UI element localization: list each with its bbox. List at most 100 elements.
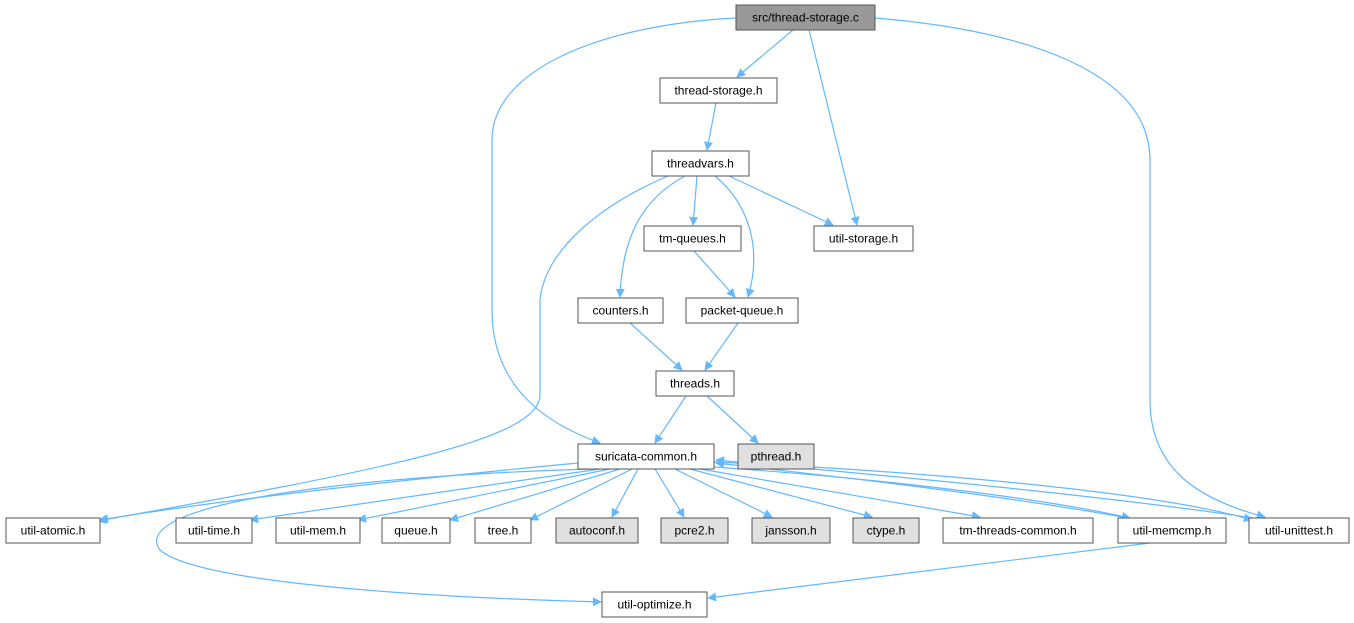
edge-n2-n4 (728, 175, 834, 226)
node-box (577, 297, 664, 324)
node-label: util-mem.h (290, 524, 346, 538)
node-label: jansson.h (764, 524, 816, 538)
node-box (474, 517, 532, 544)
edge-n0-n1 (736, 29, 794, 78)
node-box (659, 77, 778, 104)
node-label: util-time.h (188, 524, 240, 538)
node-box (381, 517, 451, 544)
edge-n2-n3 (689, 175, 699, 226)
node-src-thread-storage-c[interactable]: src/thread-storage.c (735, 4, 876, 31)
edge-n2-n5 (615, 175, 686, 298)
node-label: util-unittest.h (1265, 524, 1333, 538)
node-box (577, 443, 715, 470)
node-label: packet-queue.h (701, 304, 784, 318)
edge-n8-n20 (713, 466, 1131, 521)
node-box (643, 225, 742, 252)
edge-n8-n22 (156, 468, 602, 607)
edge-n8-n17 (674, 468, 773, 518)
node-label: threadvars.h (667, 157, 734, 171)
edge-n8-n14 (529, 468, 633, 521)
edge-n0-n21 (874, 17, 1266, 520)
edge-n8-n18 (689, 468, 873, 520)
node-tree-h[interactable]: tree.h (474, 517, 532, 544)
node-util-time-h[interactable]: util-time.h (175, 517, 253, 544)
node-box (5, 517, 101, 544)
edge-n6-n7 (704, 322, 739, 371)
node-label: pcre2.h (674, 524, 714, 538)
node-util-unittest-h[interactable]: util-unittest.h (1248, 517, 1350, 544)
node-autoconf-h[interactable]: autoconf.h (555, 517, 639, 544)
edge-n8-n21 (713, 461, 1253, 523)
node-box (555, 517, 639, 544)
node-box (685, 297, 799, 324)
node-label: util-storage.h (829, 232, 898, 246)
node-box (275, 517, 361, 544)
edges-layer (97, 17, 1266, 607)
node-threadvars-h[interactable]: threadvars.h (651, 150, 750, 177)
edge-n7-n9 (706, 395, 759, 444)
node-box (1117, 517, 1227, 544)
node-label: counters.h (592, 304, 648, 318)
node-threads-h[interactable]: threads.h (655, 370, 735, 397)
node-box (655, 370, 735, 397)
node-ctype-h[interactable]: ctype.h (852, 517, 920, 544)
node-counters-h[interactable]: counters.h (577, 297, 664, 324)
node-box (651, 150, 750, 177)
edge-n7-n8 (654, 395, 687, 444)
node-label: threads.h (670, 377, 720, 391)
edge-n0-n4 (808, 29, 860, 226)
edge-n2-n10 (97, 175, 669, 524)
node-jansson-h[interactable]: jansson.h (751, 517, 831, 544)
edge-n8-n13 (449, 468, 621, 522)
node-label: queue.h (394, 524, 437, 538)
node-util-atomic-h[interactable]: util-atomic.h (5, 517, 101, 544)
edge-n0-n8 (491, 17, 737, 445)
node-box (1248, 517, 1350, 544)
node-thread-storage-h[interactable]: thread-storage.h (659, 77, 778, 104)
node-label: tree.h (488, 524, 519, 538)
node-label: tm-queues.h (659, 232, 726, 246)
edge-n8-n10 (99, 462, 579, 524)
node-label: ctype.h (867, 524, 906, 538)
node-label: suricata-common.h (595, 450, 697, 464)
node-box (751, 517, 831, 544)
node-packet-queue-h[interactable]: packet-queue.h (685, 297, 799, 324)
node-box (660, 517, 729, 544)
node-label: util-atomic.h (21, 524, 86, 538)
edge-n3-n6 (693, 250, 736, 298)
node-util-optimize-h[interactable]: util-optimize.h (601, 591, 708, 618)
node-pthread-h[interactable]: pthread.h (737, 443, 815, 470)
edge-n2-n6 (714, 175, 755, 298)
node-label: autoconf.h (569, 524, 625, 538)
node-box (942, 517, 1094, 544)
node-tm-queues-h[interactable]: tm-queues.h (643, 225, 742, 252)
node-box (737, 443, 815, 470)
nodes-layer: src/thread-storage.c thread-storage.h thre… (5, 4, 1350, 618)
node-label: tm-threads-common.h (959, 524, 1076, 538)
edge-n8-n11 (249, 468, 601, 524)
node-util-memcmp-h[interactable]: util-memcmp.h (1117, 517, 1227, 544)
node-util-mem-h[interactable]: util-mem.h (275, 517, 361, 544)
edge-n5-n7 (629, 322, 683, 371)
edge-n8-n16 (654, 468, 685, 518)
node-box (813, 225, 914, 252)
node-pcre2-h[interactable]: pcre2.h (660, 517, 729, 544)
node-label: util-memcmp.h (1133, 524, 1212, 538)
edge-n20-n22 (707, 542, 1151, 602)
node-box (852, 517, 920, 544)
node-box (175, 517, 253, 544)
edge-n8-n19 (699, 468, 981, 521)
node-suricata-common-h[interactable]: suricata-common.h (577, 443, 715, 470)
node-queue-h[interactable]: queue.h (381, 517, 451, 544)
node-label: pthread.h (751, 450, 802, 464)
edge-n8-n12 (357, 468, 611, 523)
node-box (735, 4, 876, 31)
edge-n1-n2 (704, 102, 717, 151)
node-box (601, 591, 708, 618)
node-label: thread-storage.h (674, 84, 762, 98)
node-label: util-optimize.h (617, 598, 691, 612)
node-util-storage-h[interactable]: util-storage.h (813, 225, 914, 252)
node-tm-threads-common-h[interactable]: tm-threads-common.h (942, 517, 1094, 544)
edge-n8-n15 (611, 468, 639, 518)
